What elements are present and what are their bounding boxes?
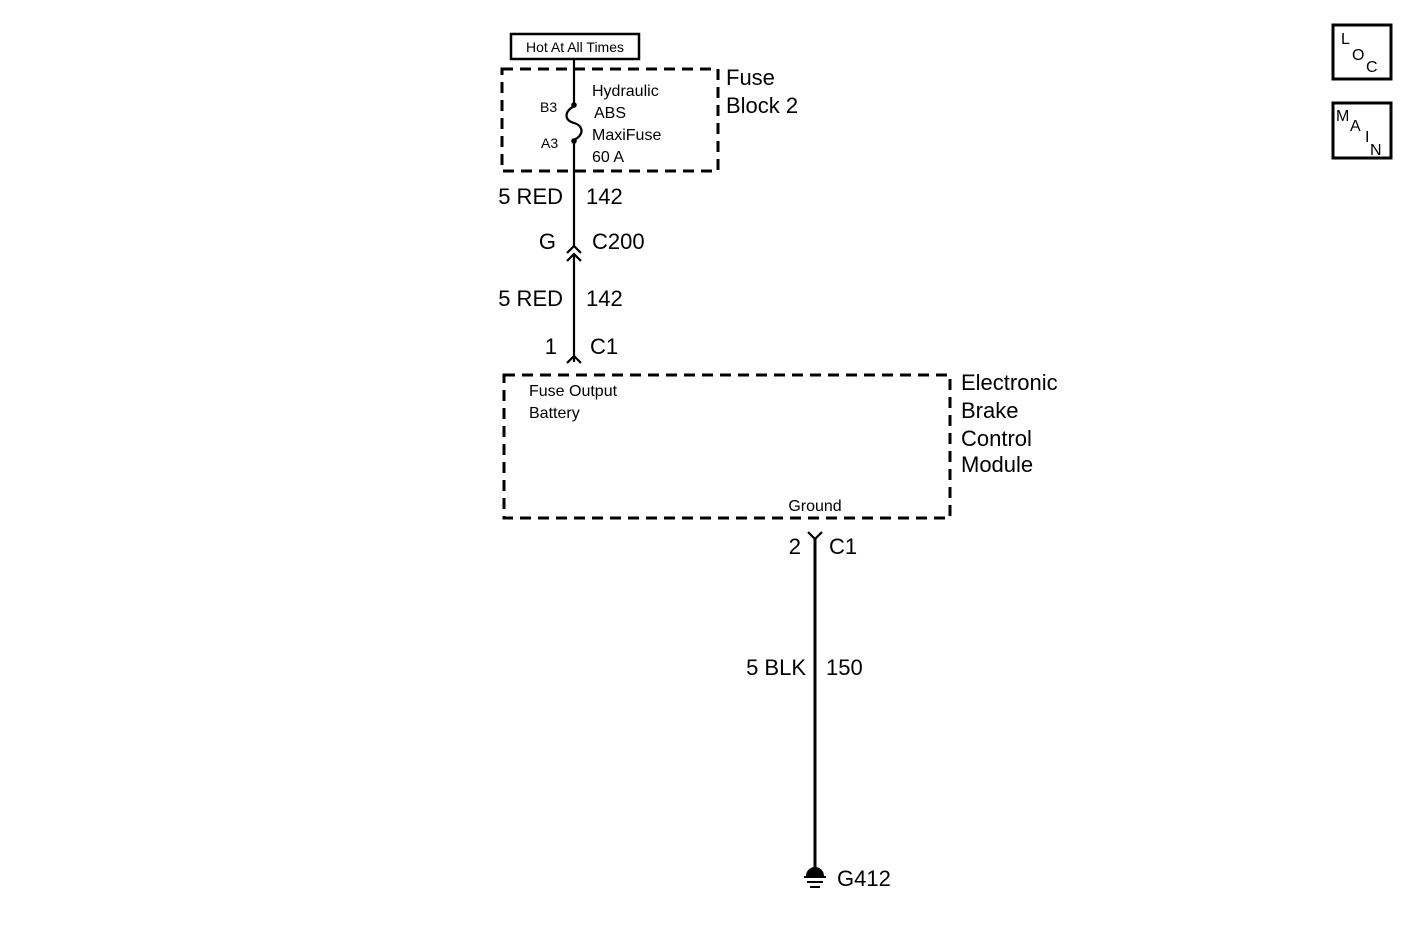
fuse-desc-3: MaxiFuse [592,127,661,144]
wire-upper-color: 5 RED [498,184,563,209]
module-ground-label: Ground [788,498,841,515]
power-source-label: Hot At All Times [526,39,624,55]
module-name-4: Module [961,452,1033,477]
fuse-block-name-2: Block 2 [726,93,798,118]
main-button[interactable]: M A I N [1331,101,1393,160]
module-input-1: Fuse Output [529,383,618,400]
module-connector-bottom-name: C1 [829,534,857,559]
main-letter-m: M [1336,108,1349,125]
ground-icon [804,867,826,888]
ground-point-name: G412 [837,866,891,891]
module-connector-bottom-symbol [807,531,823,541]
module-connector-top-pin: 1 [545,334,557,359]
fuse-desc-4: 60 A [592,149,624,166]
loc-letter-o: O [1352,47,1364,64]
fuse-pin-bottom: A3 [541,135,558,151]
loc-letter-l: L [1341,31,1350,48]
fuse-pin-top: B3 [540,99,557,115]
loc-letter-c: C [1366,59,1378,76]
fuse-desc-2: ABS [594,105,626,122]
module-connector-top-name: C1 [590,334,618,359]
main-letter-a: A [1350,118,1361,135]
wire-middle-color: 5 RED [498,286,563,311]
fuse-block-outline [500,67,720,173]
module-name-3: Control [961,426,1032,451]
main-letter-n: N [1370,142,1382,159]
module-input-2: Battery [529,405,580,422]
wire-middle-circuit: 142 [586,286,623,311]
module-name-2: Brake [961,398,1018,423]
wire-ground-circuit: 150 [826,655,863,680]
loc-button[interactable]: L O C [1331,23,1393,81]
module-connector-bottom-pin: 2 [789,534,801,559]
inline-connector-pin: G [539,229,556,254]
module-connector-top-symbol [566,354,582,364]
fuse-symbol [565,105,583,141]
wire-upper-circuit: 142 [586,184,623,209]
fuse-desc-1: Hydraulic [592,83,659,100]
wire-ground-color: 5 BLK [746,655,806,680]
module-name-1: Electronic [961,370,1058,395]
inline-connector-name: C200 [592,229,645,254]
main-letter-i: I [1365,129,1369,146]
fuse-block-name-1: Fuse [726,65,775,90]
module-outline [502,373,952,520]
